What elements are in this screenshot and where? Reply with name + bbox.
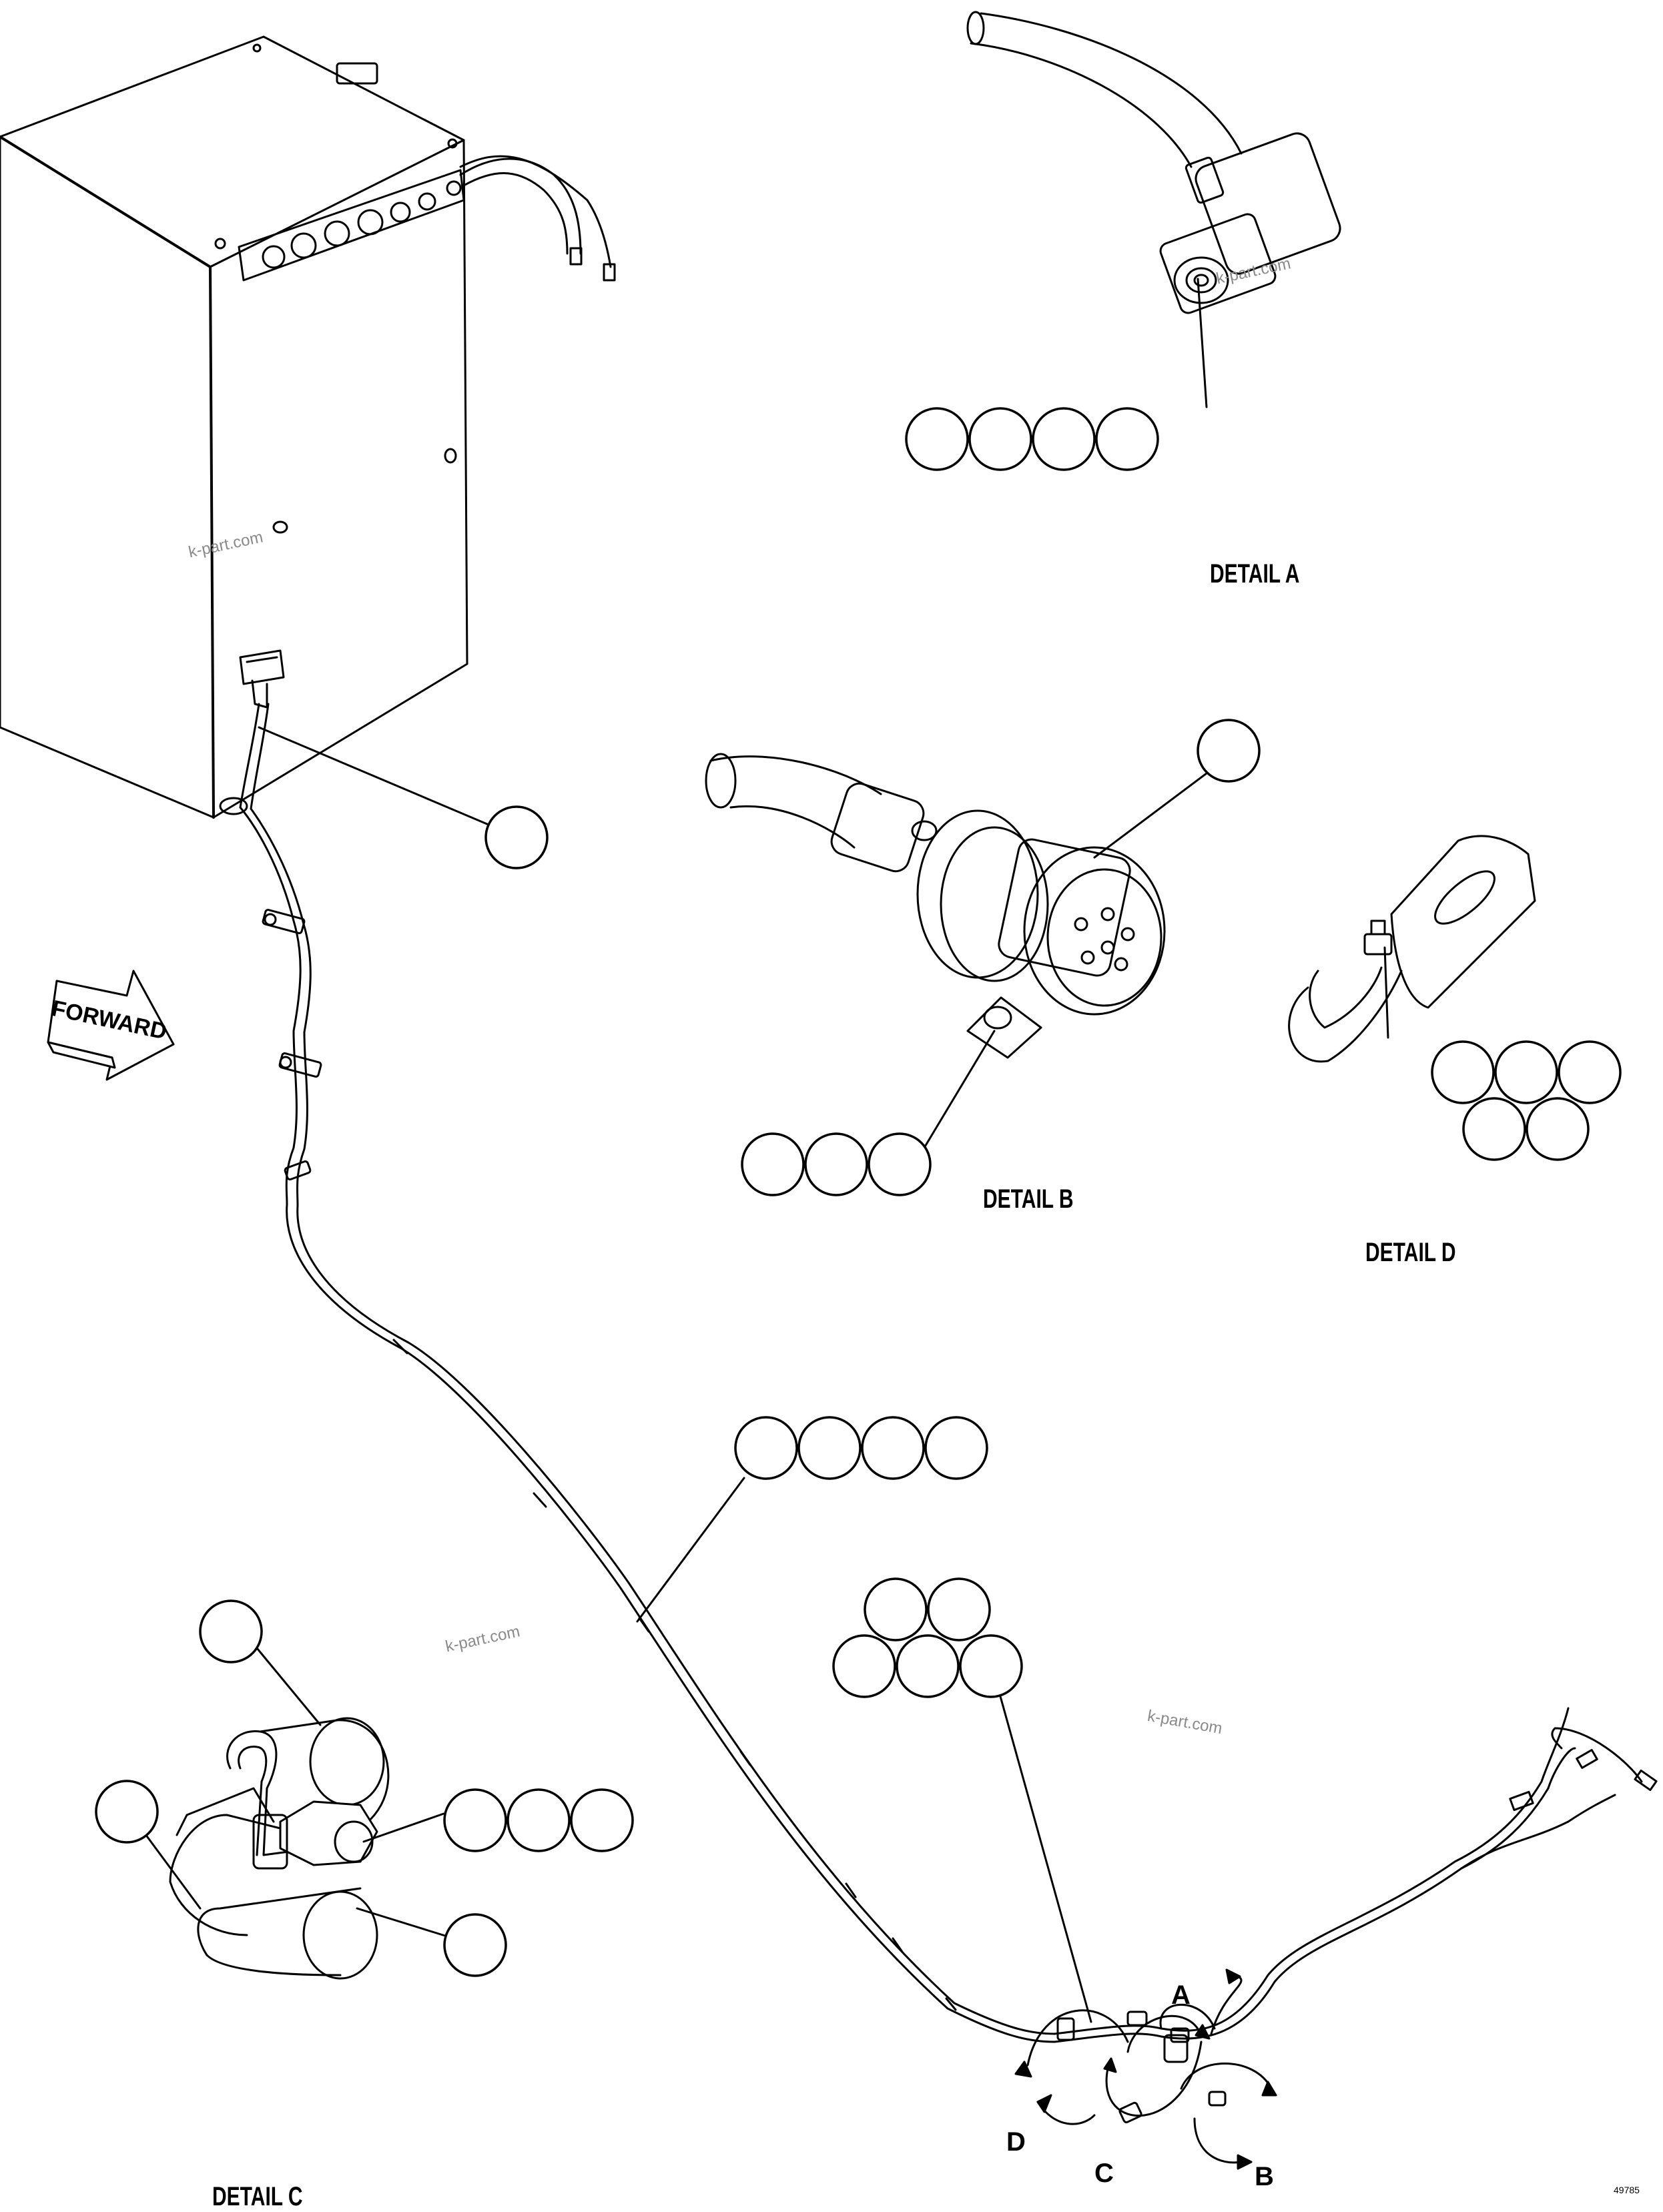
callout-balloon	[927, 1577, 991, 1641]
callout-balloon	[1197, 719, 1261, 783]
callout-balloon	[804, 1132, 868, 1196]
callout-balloon	[797, 1416, 862, 1480]
callout-balloon	[443, 1788, 507, 1852]
electrical-box	[0, 35, 616, 819]
detail-c-label: DETAIL C	[212, 2182, 303, 2211]
detail-d-label: DETAIL D	[1365, 1238, 1456, 1267]
callout-balloon	[868, 1132, 932, 1196]
callout-balloon	[1558, 1040, 1622, 1104]
callout-balloon	[864, 1577, 928, 1641]
detail-b-connector	[705, 753, 1166, 1059]
drawing-number: 49785	[1614, 2185, 1640, 2195]
view-label-b: B	[1255, 2162, 1274, 2191]
detail-b-label: DETAIL B	[983, 1184, 1074, 1214]
callout-balloon	[95, 1780, 159, 1844]
callout-balloon	[861, 1416, 925, 1480]
callout-balloon	[1095, 407, 1159, 471]
detail-a-connector	[966, 11, 1341, 314]
harness-route	[239, 703, 1658, 2124]
callout-balloon	[896, 1634, 960, 1698]
view-label-a: A	[1171, 1980, 1191, 2010]
view-label-c: C	[1094, 2159, 1114, 2188]
callout-balloon	[507, 1788, 571, 1852]
callout-balloon	[959, 1634, 1023, 1698]
view-label-d: D	[1006, 2127, 1026, 2157]
detail-a-label: DETAIL A	[1210, 559, 1300, 589]
callout-balloon	[905, 407, 969, 471]
callout-balloon	[1431, 1040, 1495, 1104]
view-arrows	[1014, 1968, 1277, 2170]
callout-balloon	[968, 407, 1032, 471]
forward-arrow	[47, 970, 175, 1081]
callout-balloon	[1032, 407, 1096, 471]
callout-balloon	[443, 1913, 507, 1977]
leader-lines	[142, 278, 1389, 2023]
callout-balloon	[570, 1788, 634, 1852]
callout-balloon	[484, 805, 549, 869]
callout-balloon	[924, 1416, 988, 1480]
callout-balloon	[199, 1599, 263, 1664]
detail-d-clamp	[1288, 835, 1536, 1063]
detail-c-clamp	[169, 1717, 390, 1980]
callout-balloon	[734, 1416, 798, 1480]
callout-balloon	[832, 1634, 896, 1698]
callout-balloon	[1462, 1097, 1526, 1161]
callout-balloon	[1526, 1097, 1590, 1161]
callout-balloon	[741, 1132, 805, 1196]
callout-balloon	[1494, 1040, 1558, 1104]
callout-balloons	[95, 407, 1622, 1977]
